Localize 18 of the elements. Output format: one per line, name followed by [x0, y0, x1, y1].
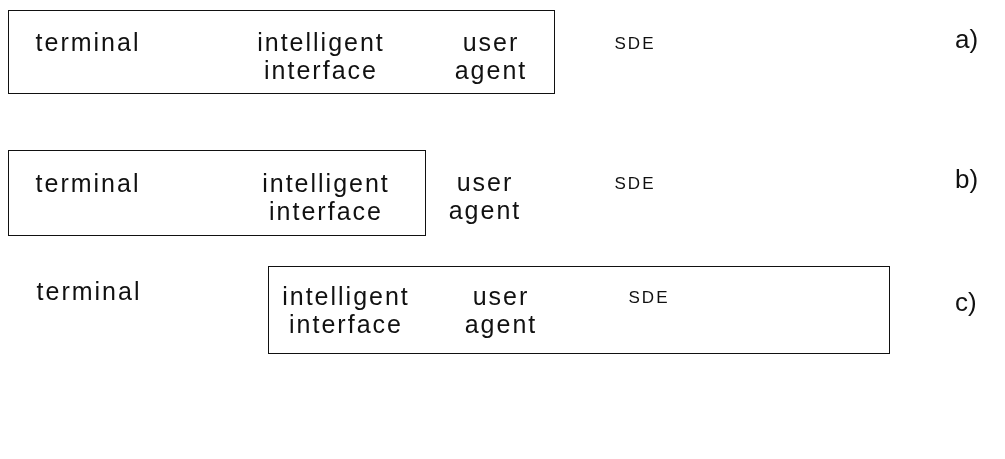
component-label: user agent	[420, 168, 550, 224]
component-label: SDE	[600, 30, 670, 58]
component-label: SDE	[614, 284, 684, 312]
component-label: SDE	[600, 170, 670, 198]
component-label: user agent	[436, 282, 566, 338]
panel-letter: b)	[955, 164, 979, 195]
group-box	[8, 150, 426, 236]
component-label: intelligent interface	[226, 28, 416, 84]
panel-letter: c)	[955, 287, 977, 318]
component-label: terminal	[23, 169, 153, 197]
component-label: user agent	[426, 28, 556, 84]
component-label: intelligent interface	[261, 282, 431, 338]
component-label: terminal	[24, 277, 154, 305]
component-label: terminal	[23, 28, 153, 56]
component-label: intelligent interface	[231, 169, 421, 225]
panel-letter: a)	[955, 24, 979, 55]
group-box	[268, 266, 890, 354]
group-box	[8, 10, 555, 94]
